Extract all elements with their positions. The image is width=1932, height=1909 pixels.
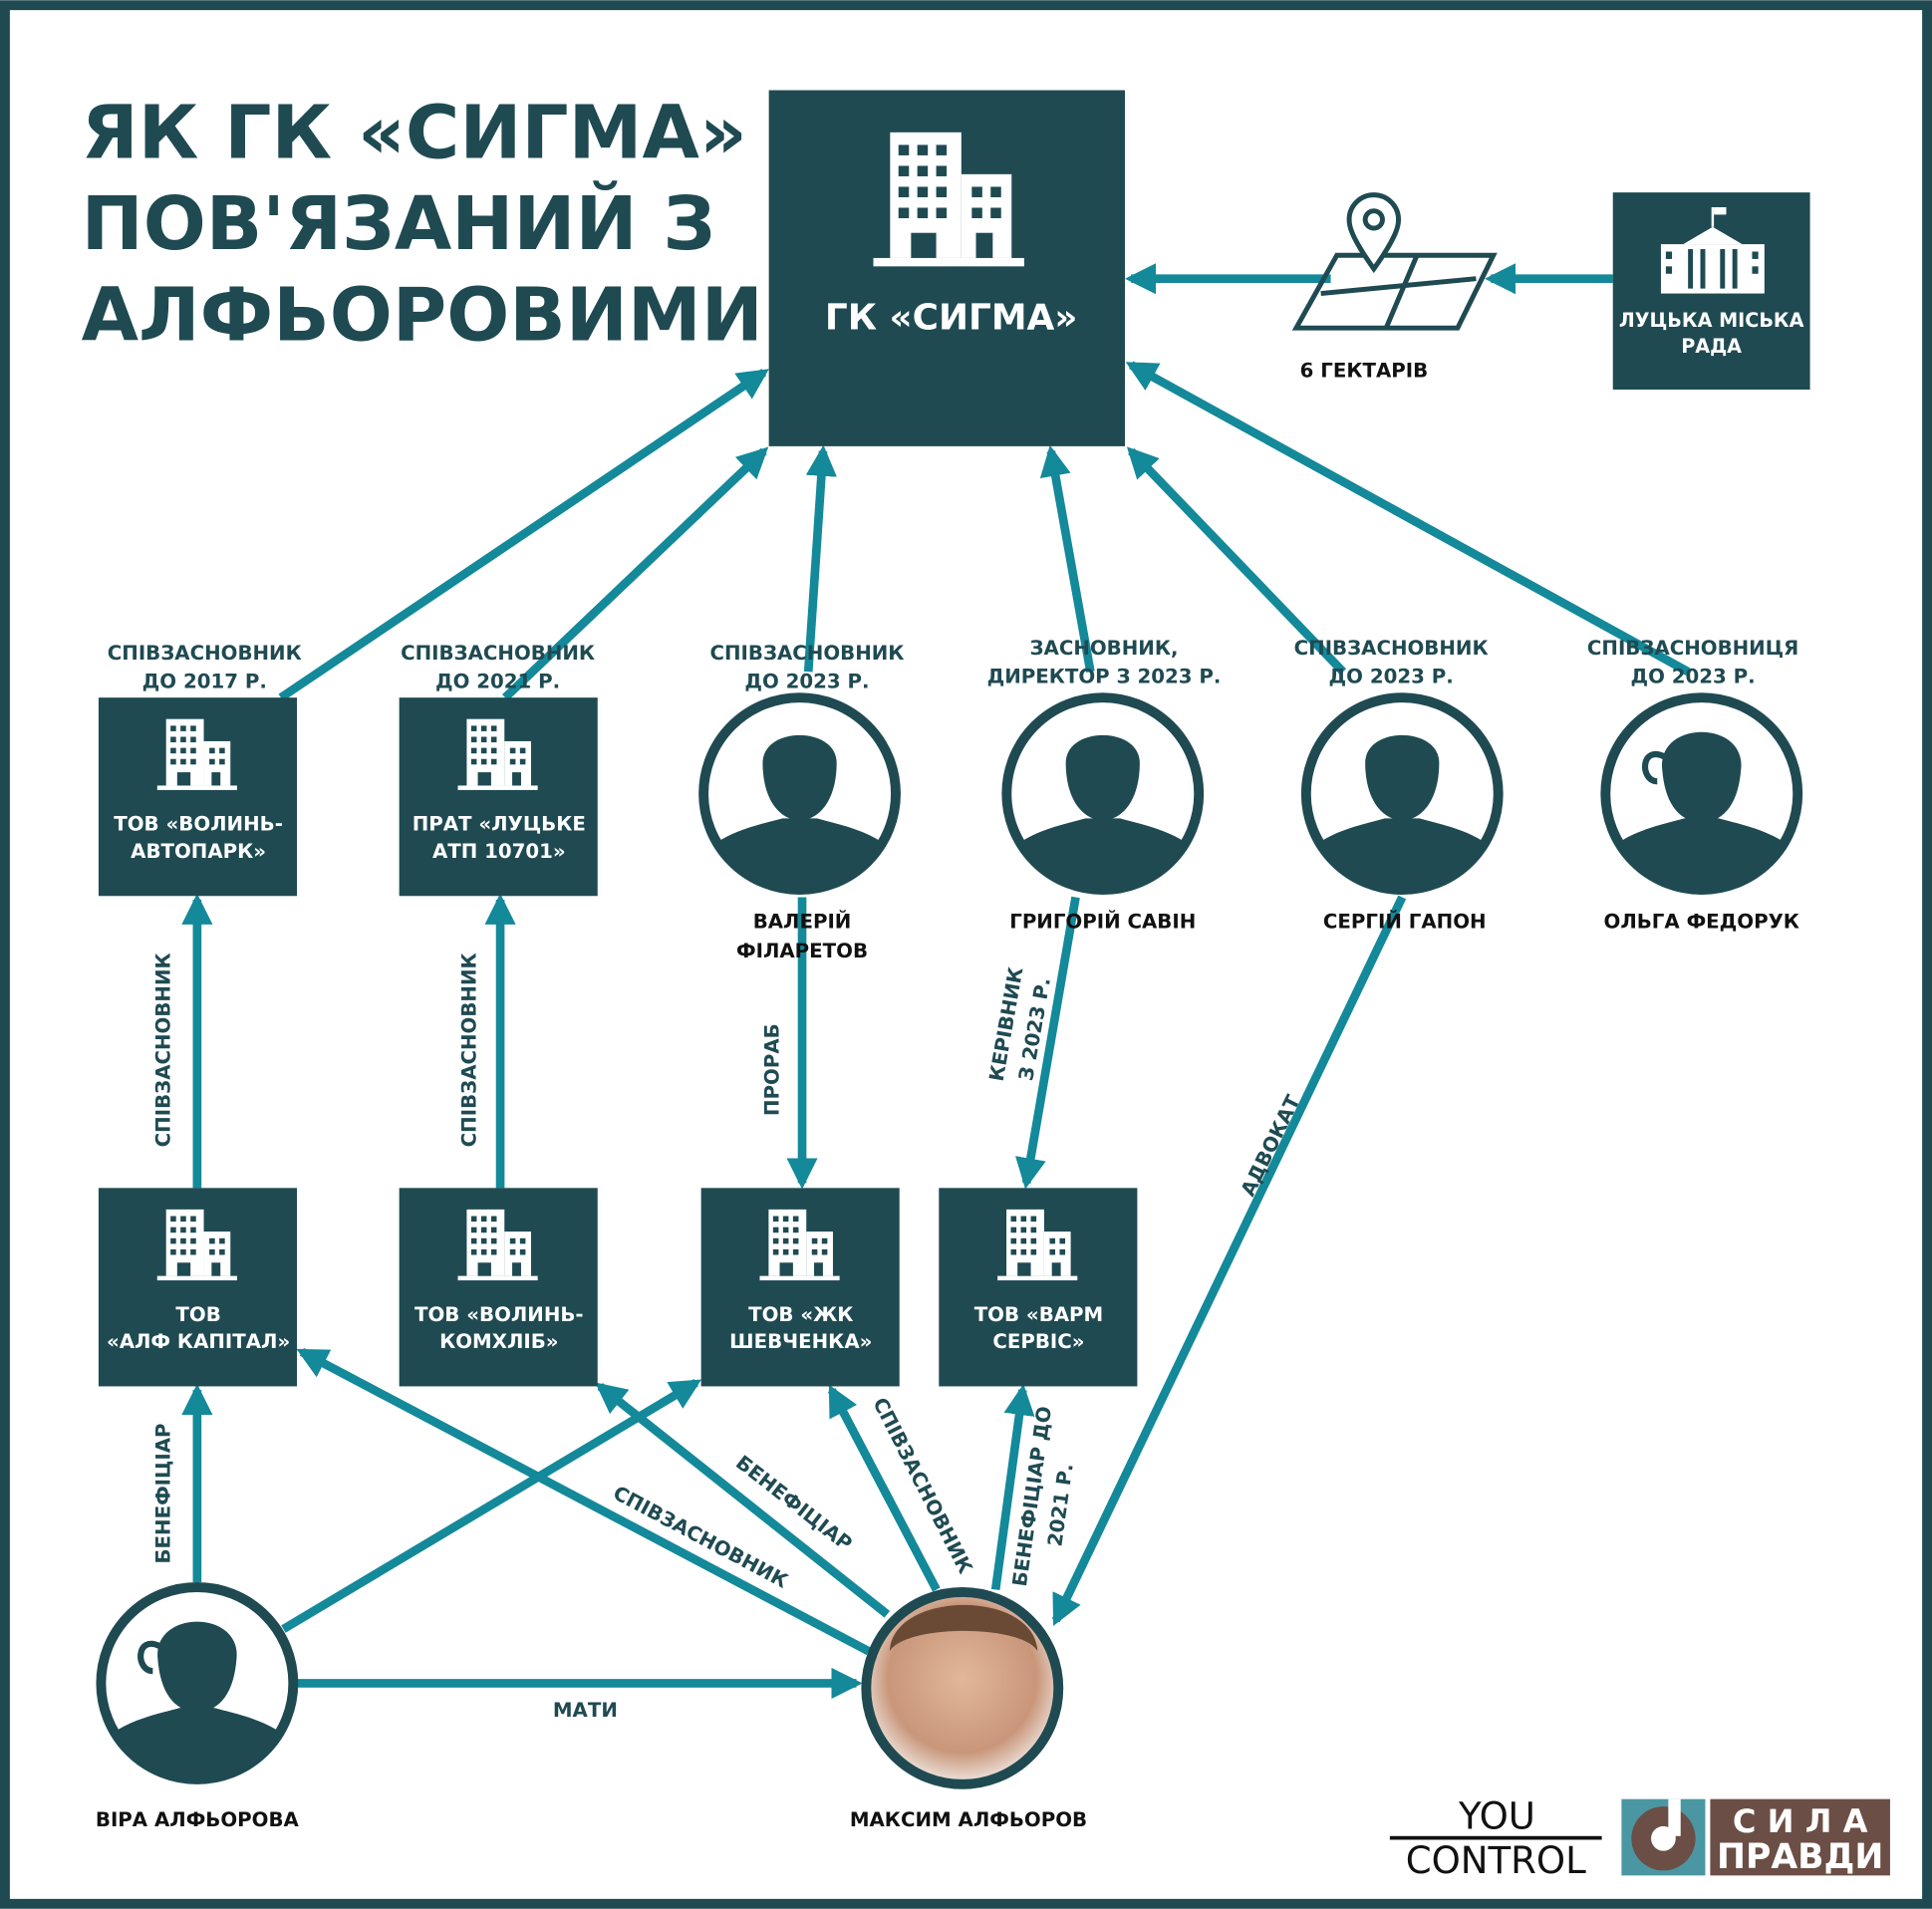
page-title: ЯК ГК «СИГМА» ПОВ'ЯЗАНИЙ З АЛФЬОРОВИМИ [82,91,763,359]
role-label: СПІВЗАСНОВНИЦЯ [1587,637,1798,660]
company-label: АТП 10701» [432,840,566,863]
company-zhk-shevchenka: ТОВ «ЖК ШЕВЧЕНКА» [700,1188,900,1387]
company-label: ТОВ «ВАРМ [974,1303,1104,1326]
title-line: АЛФЬОРОВИМИ [82,273,763,359]
edge-label: МАТИ [553,1699,618,1722]
company-label: ПРАТ «ЛУЦЬКЕ [413,813,586,836]
role-label: СПІВЗАСНОВНИК [709,642,904,665]
company-lutske-atp: ПРАТ «ЛУЦЬКЕ АТП 10701» [399,697,598,897]
woman-icon [1605,697,1797,892]
sigma-label: ГК «СИГМА» [825,297,1078,338]
city-hall-icon [1660,206,1765,294]
relation-arrow [1126,446,1347,676]
company-volyn-komkhlib: ТОВ «ВОЛИНЬ- КОМХЛІБ» [399,1188,598,1387]
company-label: ТОВ «ВОЛИНЬ- [114,813,283,836]
company-label: ТОВ «ЖК [748,1303,853,1326]
council-label: РАДА [1681,335,1742,358]
woman-icon [101,1587,293,1781]
company-label: ШЕВЧЕНКА» [729,1330,872,1353]
syla-pravdy-logo: С И Л А ПРАВДИ [1621,1798,1890,1877]
relation-arrow [278,369,769,701]
role-label: СПІВЗАСНОВНИК [401,642,595,665]
edges [181,263,1691,1700]
person-maksym: МАКСИМ АЛФЬОРОВ [850,1586,1087,1831]
role-label: ДО 2023 Р. [1631,665,1756,687]
logo-text: С И Л А [1733,1802,1868,1840]
company-label: ТОВ [175,1303,220,1326]
council-label: ЛУЦЬКА МІСЬКА [1619,309,1804,332]
relation-arrow [502,446,769,701]
company-volyn-autopark: ТОВ «ВОЛИНЬ- АВТОПАРК» [98,697,298,897]
relation-arrow [1014,896,1080,1190]
person-fedoruk: ОЛЬГА ФЕДОРУК [1604,697,1799,933]
role-label: ЗАСНОВНИК, [1029,637,1178,660]
edge-label: СПІВЗАСНОВНИК [457,953,480,1147]
company-label: АВТОПАРК» [131,840,266,863]
person-name: ГРИГОРІЙ САВІН [1009,910,1196,933]
company-alf-capital: ТОВ «АЛФ КАПІТАЛ» [98,1188,298,1387]
person-name: ВАЛЕРІЙ [753,910,852,933]
relation-arrow [1125,361,1691,676]
relation-arrow [1051,895,1407,1627]
logo-text: CONTROL [1406,1839,1586,1882]
logo-text: YOU [1458,1794,1535,1837]
role-label: ДО 2023 Р. [744,670,869,692]
role-label: СПІВЗАСНОВНИК [108,642,302,665]
land-label: 6 ГЕКТАРІВ [1300,360,1429,383]
company-label: КОМХЛІБ» [439,1330,558,1353]
person-name: ФІЛАРЕТОВ [736,940,868,962]
relation-arrow [296,1347,871,1656]
company-label: «АЛФ КАПІТАЛ» [107,1330,290,1353]
person-name: СЕРГІЙ ГАПОН [1323,910,1487,933]
person-icon [1306,697,1499,892]
relation-arrow [1039,444,1095,673]
person-icon [1006,697,1199,892]
role-label: ДО 2021 Р. [435,670,560,692]
logo-text: ПРАВДИ [1717,1837,1883,1877]
person-vira: ВІРА АЛФЬОРОВА [96,1587,300,1831]
sigma-node: ГК «СИГМА» [768,90,1126,446]
person-name: МАКСИМ АЛФЬОРОВ [850,1808,1087,1831]
company-varm-service: ТОВ «ВАРМ СЕРВІС» [939,1188,1138,1387]
company-label: СЕРВІС» [992,1330,1084,1353]
person-savin: ГРИГОРІЙ САВІН [1006,697,1199,933]
person-name: ОЛЬГА ФЕДОРУК [1604,910,1799,933]
role-label: ДО 2023 Р. [1329,665,1454,687]
relation-arrow [827,1384,941,1592]
title-line: ПОВ'ЯЗАНИЙ З [82,179,715,267]
person-name: ВІРА АЛФЬОРОВА [96,1808,300,1831]
youcontrol-logo: YOU CONTROL [1389,1794,1602,1882]
map-pin-icon [1291,192,1498,331]
edge-label: СПІВЗАСНОВНИК [152,953,175,1147]
person-hapon: СЕРГІЙ ГАПОН [1306,697,1499,933]
relation-arrow [281,1379,702,1633]
relation-arrow [803,444,837,673]
edge-label: БЕНЕФІЦІАР [152,1423,175,1563]
role-label: ДИРЕКТОР З 2023 Р. [987,665,1222,687]
avatar [861,1586,1064,1789]
edge-label: ПРОРАБ [761,1023,784,1116]
council-node: ЛУЦЬКА МІСЬКА РАДА [1612,192,1810,391]
company-label: ТОВ «ВОЛИНЬ- [414,1303,584,1326]
relation-arrow [990,1383,1035,1591]
person-filaretov: ВАЛЕРІЙ ФІЛАРЕТОВ [703,697,896,962]
role-label: ДО 2017 Р. [142,670,267,692]
role-label: СПІВЗАСНОВНИК [1294,637,1489,660]
title-line: ЯК ГК «СИГМА» [82,91,747,176]
relation-arrow [595,1382,891,1618]
person-icon [703,697,896,892]
